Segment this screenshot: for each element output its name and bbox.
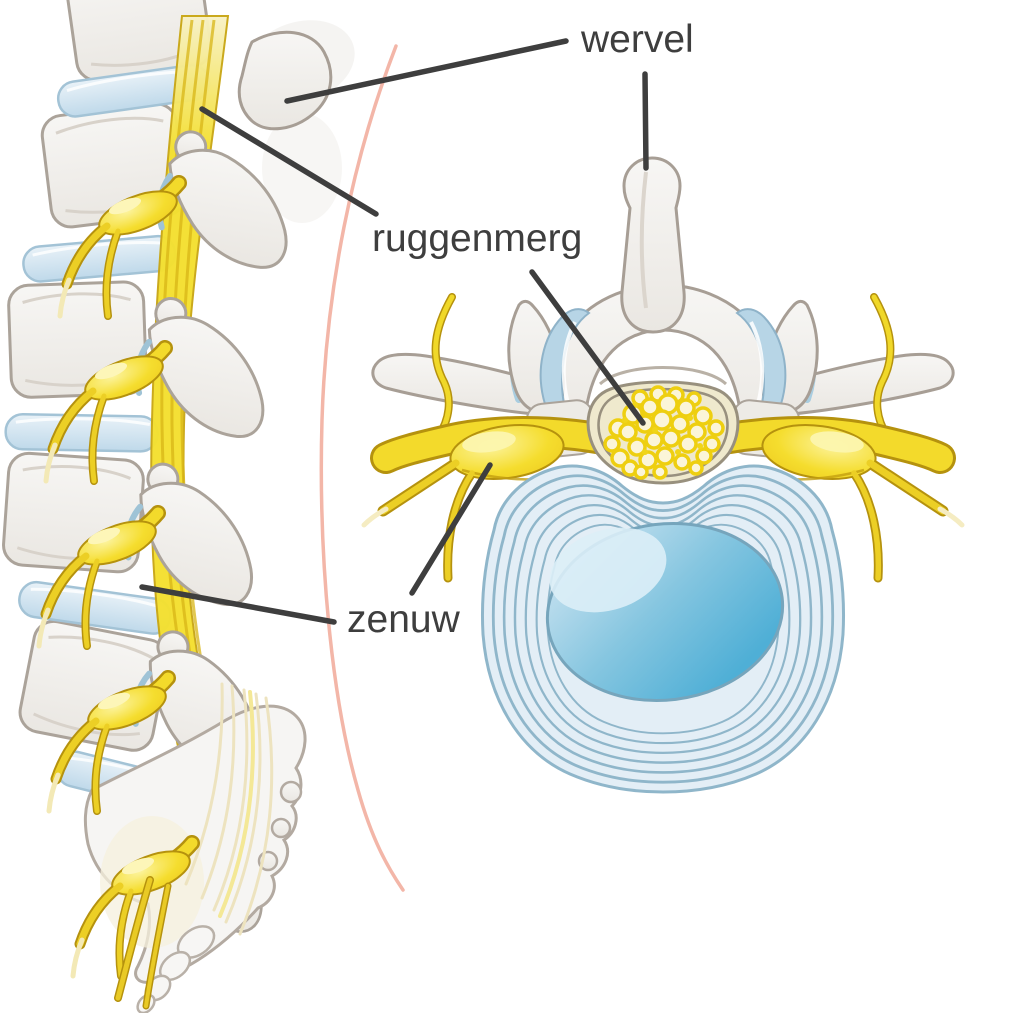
leader-wervel-lateral (284, 38, 569, 104)
top-vertebra-arch (237, 30, 333, 131)
leader-zenuw-axial (409, 462, 493, 596)
axial-vertebra-view (364, 156, 962, 794)
leader-zenuw-lateral (139, 584, 337, 625)
leader-lines (139, 38, 649, 625)
label-zenuw: zenuw (347, 598, 460, 641)
label-wervel: wervel (581, 18, 694, 61)
spinous-process (620, 156, 686, 334)
disc-axial (480, 464, 846, 794)
label-ruggenmerg: ruggenmerg (372, 217, 583, 260)
leader-ruggenmerg-axial (529, 269, 646, 426)
lateral-spine-view (0, 0, 355, 1013)
cauda-equina-fibers (184, 682, 274, 936)
spinal-canal (586, 380, 740, 485)
nerve-roots (39, 182, 195, 1010)
leader-wervel-axial (642, 71, 649, 171)
spinal-cord-small-fibers (622, 402, 703, 455)
leader-ruggenmerg-lateral (199, 106, 379, 217)
